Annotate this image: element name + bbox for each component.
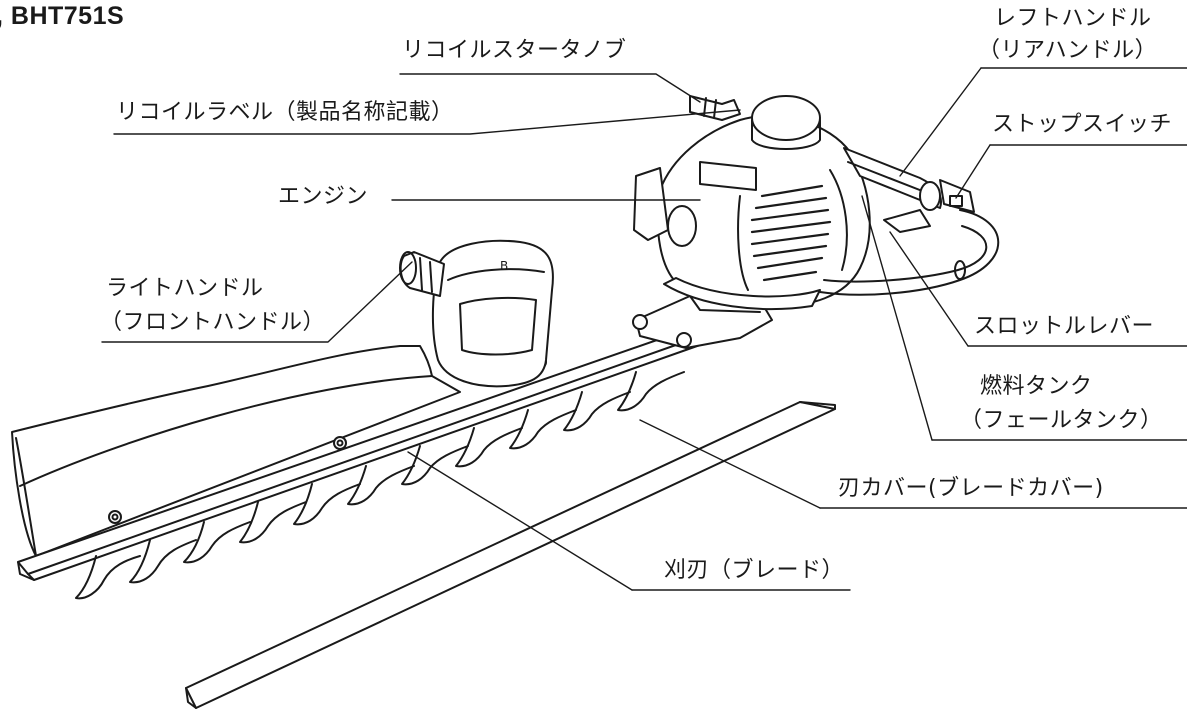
fuel-tank-drawing (663, 277, 821, 311)
label-stop-switch: ストップスイッチ (992, 112, 1173, 137)
label-left-handle-line2: （リアハンドル） (978, 38, 1158, 63)
label-recoil-starter-knob: リコイルスタータノブ (402, 38, 627, 63)
label-blade-cover: 刃カバー(ブレードカバー) (838, 476, 1104, 501)
drive-housing-drawing (632, 295, 773, 349)
label-right-handle-line2: （フロントハンドル） (100, 310, 326, 335)
label-left-handle-line1: レフトハンドル (994, 6, 1152, 31)
svg-text:B: B (500, 259, 508, 273)
engine-drawing (633, 95, 871, 308)
label-throttle-lever: スロットルレバー (974, 314, 1155, 339)
label-fuel-tank-line1: 燃料タンク (980, 374, 1093, 399)
label-right-handle-line1: ライトハンドル (106, 276, 264, 301)
rear-handle-drawing (819, 147, 1000, 296)
label-recoil-label: リコイルラベル（製品名称記載） (116, 100, 454, 125)
label-engine: エンジン (278, 184, 369, 209)
model-name: , BHT751S (0, 2, 125, 30)
blade-cover-drawing (185, 401, 836, 709)
blade-shield-drawing (11, 345, 461, 557)
leader-lines (101, 67, 1187, 591)
label-fuel-tank-line2: （フェールタンク） (960, 408, 1163, 433)
label-blade: 刈刃（ブレード） (664, 558, 845, 583)
